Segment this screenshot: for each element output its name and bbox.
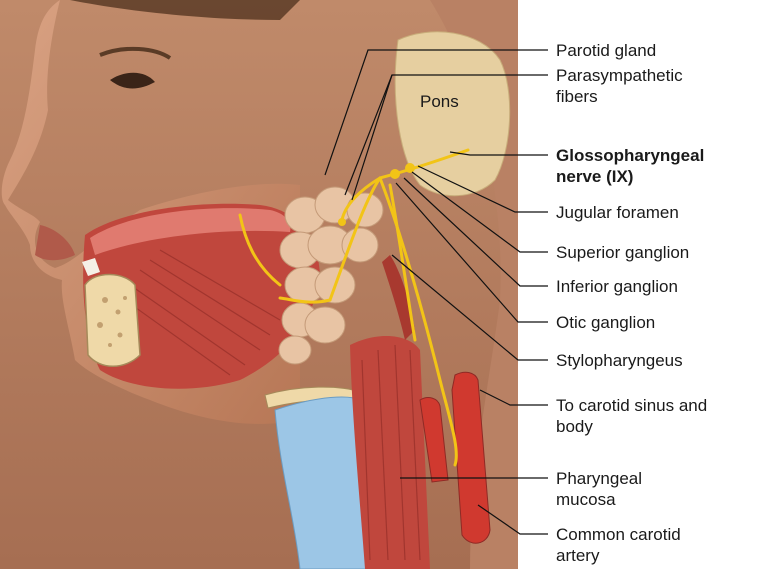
label-superior-ganglion: Superior ganglion [556, 243, 689, 262]
label-inferior-ganglion: Inferior ganglion [556, 277, 678, 296]
label-stylopharyngeus: Stylopharyngeus [556, 351, 683, 370]
label-jugular-foramen: Jugular foramen [556, 203, 679, 222]
pons-label: Pons [420, 92, 459, 111]
label-parotid-gland: Parotid gland [556, 41, 656, 60]
mandible-section [85, 274, 140, 366]
label-otic-ganglion: Otic ganglion [556, 313, 655, 332]
